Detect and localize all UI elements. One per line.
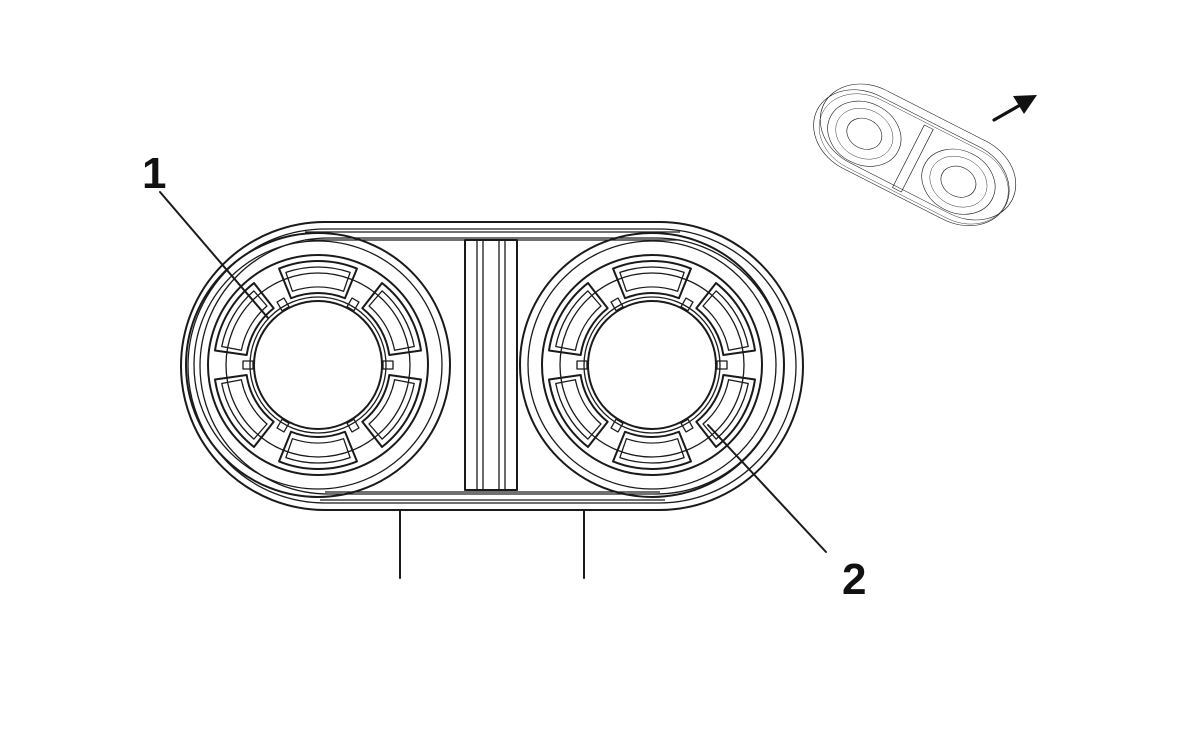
clip-tab bbox=[346, 418, 360, 433]
clip-segment bbox=[695, 374, 756, 448]
left-ring bbox=[185, 232, 451, 498]
clip-segment-inner bbox=[555, 379, 602, 440]
clip-segment bbox=[278, 260, 358, 300]
clip-segment-inner bbox=[702, 379, 749, 440]
clip-tab bbox=[610, 297, 624, 312]
clip-front-view bbox=[180, 221, 804, 579]
clip-tab bbox=[382, 360, 394, 370]
clip-segment-inner bbox=[285, 438, 351, 464]
clip-segment-inner bbox=[368, 379, 415, 440]
clip-segment bbox=[214, 374, 275, 448]
clip-segment-inner bbox=[221, 290, 268, 351]
center-rib bbox=[464, 239, 518, 491]
clip-segment bbox=[548, 374, 609, 448]
clip-segment bbox=[361, 282, 422, 356]
clip-tab bbox=[242, 360, 254, 370]
clip-tab bbox=[346, 297, 360, 312]
clip-segment bbox=[361, 374, 422, 448]
clip-tab bbox=[276, 297, 290, 312]
clip-tab bbox=[610, 418, 624, 433]
clip-segment-inner bbox=[702, 290, 749, 351]
clip-isometric-view bbox=[813, 83, 1017, 226]
callout-2-leader bbox=[707, 424, 827, 553]
clip-tab bbox=[276, 418, 290, 433]
callout-1-leader bbox=[159, 191, 269, 319]
clip-tab bbox=[716, 360, 728, 370]
clip-segment-inner bbox=[619, 266, 685, 292]
clip-segment bbox=[612, 430, 692, 470]
clip-segment-inner bbox=[619, 438, 685, 464]
clip-segment-inner bbox=[221, 379, 268, 440]
arrow-icon bbox=[992, 95, 1037, 122]
clip-tab bbox=[576, 360, 588, 370]
clip-segment bbox=[214, 282, 275, 356]
clip-segment bbox=[278, 430, 358, 470]
clip-segment bbox=[695, 282, 756, 356]
clip-segment bbox=[548, 282, 609, 356]
right-ring bbox=[519, 232, 785, 498]
clip-segment-inner bbox=[285, 266, 351, 292]
clip-tab bbox=[680, 297, 694, 312]
clip-segment bbox=[612, 260, 692, 300]
clip-tab bbox=[680, 418, 694, 433]
callout-2-label: 2 bbox=[842, 555, 866, 604]
clip-segment-inner bbox=[368, 290, 415, 351]
clip-segment-inner bbox=[555, 290, 602, 351]
callout-1-label: 1 bbox=[142, 149, 166, 198]
